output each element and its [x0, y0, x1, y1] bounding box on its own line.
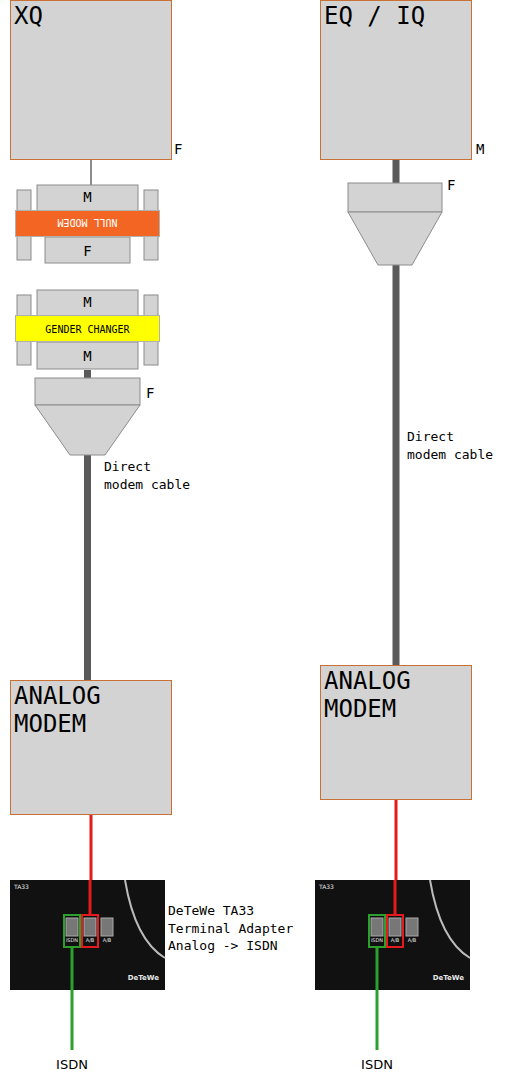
port-highlight — [82, 915, 98, 947]
plug-hood — [35, 405, 140, 455]
cable-line — [90, 160, 92, 185]
cable-line — [90, 815, 93, 880]
terminal-adapter: TA33ISDNA/BA/BDeTeWe — [10, 880, 165, 990]
port — [389, 918, 401, 936]
isdn-wire — [71, 947, 74, 1050]
gender-mark: M — [15, 342, 160, 370]
device-print: ISDN — [63, 937, 81, 943]
gender-changer-adapter: MGENDER CHANGERM — [15, 290, 160, 370]
box-title: ANALOG MODEM — [14, 683, 168, 738]
device-print: TA33 — [319, 883, 334, 890]
device-print: A/B — [387, 937, 403, 943]
cable-label: Direct modem cable — [104, 458, 194, 493]
terminal-adapter: TA33ISDNA/BA/BDeTeWe — [315, 880, 470, 990]
computer-box: XQ — [10, 0, 172, 160]
plug-hood — [348, 212, 442, 265]
gender-mark: M — [15, 290, 160, 315]
device-print: DeTeWe — [128, 974, 159, 982]
connector-gender-label: M — [476, 140, 484, 159]
adapter-band-label: NULL MODEM — [15, 210, 160, 237]
analog-wire — [394, 880, 397, 915]
device-note: DeTeWe TA33 Terminal Adapter Analog -> I… — [168, 902, 313, 955]
port-highlight — [387, 915, 403, 947]
isdn-wire — [376, 947, 379, 1050]
port — [66, 918, 78, 936]
cable-plug — [35, 378, 140, 455]
device-curve — [125, 880, 165, 958]
connector-gender-label: F — [146, 384, 154, 403]
cable-line — [395, 800, 398, 880]
device-print: ISDN — [368, 937, 386, 943]
terminal-adapter-picture — [315, 880, 470, 1050]
port — [371, 918, 383, 936]
device-print: DeTeWe — [433, 974, 464, 982]
cable-label: Direct modem cable — [407, 428, 497, 463]
device-print: A/B — [82, 937, 98, 943]
device-print: A/B — [404, 937, 420, 943]
adapter-band-label: GENDER CHANGER — [15, 315, 160, 342]
box-title: XQ — [14, 3, 168, 31]
terminal-adapter-picture — [10, 880, 165, 1050]
modem-box: ANALOG MODEM — [10, 680, 172, 815]
device-print: A/B — [99, 937, 115, 943]
null-modem-adapter: MNULL MODEMF — [15, 185, 160, 265]
port-highlight — [369, 915, 385, 947]
device-face — [10, 880, 165, 990]
gender-mark: M — [15, 185, 160, 210]
device-face — [315, 880, 470, 990]
box-title: EQ / IQ — [324, 3, 468, 31]
device-print: TA33 — [14, 883, 29, 890]
plug-shell — [348, 183, 442, 212]
box-title: ANALOG MODEM — [324, 668, 468, 723]
connector-gender-label: F — [447, 176, 455, 195]
port — [101, 918, 113, 936]
port — [406, 918, 418, 936]
computer-box: EQ / IQ — [320, 0, 472, 160]
device-curve — [430, 880, 470, 958]
port — [84, 918, 96, 936]
modem-box: ANALOG MODEM — [320, 665, 472, 800]
plug-shell — [35, 378, 140, 405]
cable-plug — [348, 183, 442, 265]
line-label: ISDN — [347, 1056, 407, 1074]
line-label: ISDN — [42, 1056, 102, 1074]
connector-gender-label: F — [174, 140, 182, 159]
analog-wire — [89, 880, 92, 915]
gender-mark: F — [15, 237, 160, 265]
port-highlight — [64, 915, 80, 947]
